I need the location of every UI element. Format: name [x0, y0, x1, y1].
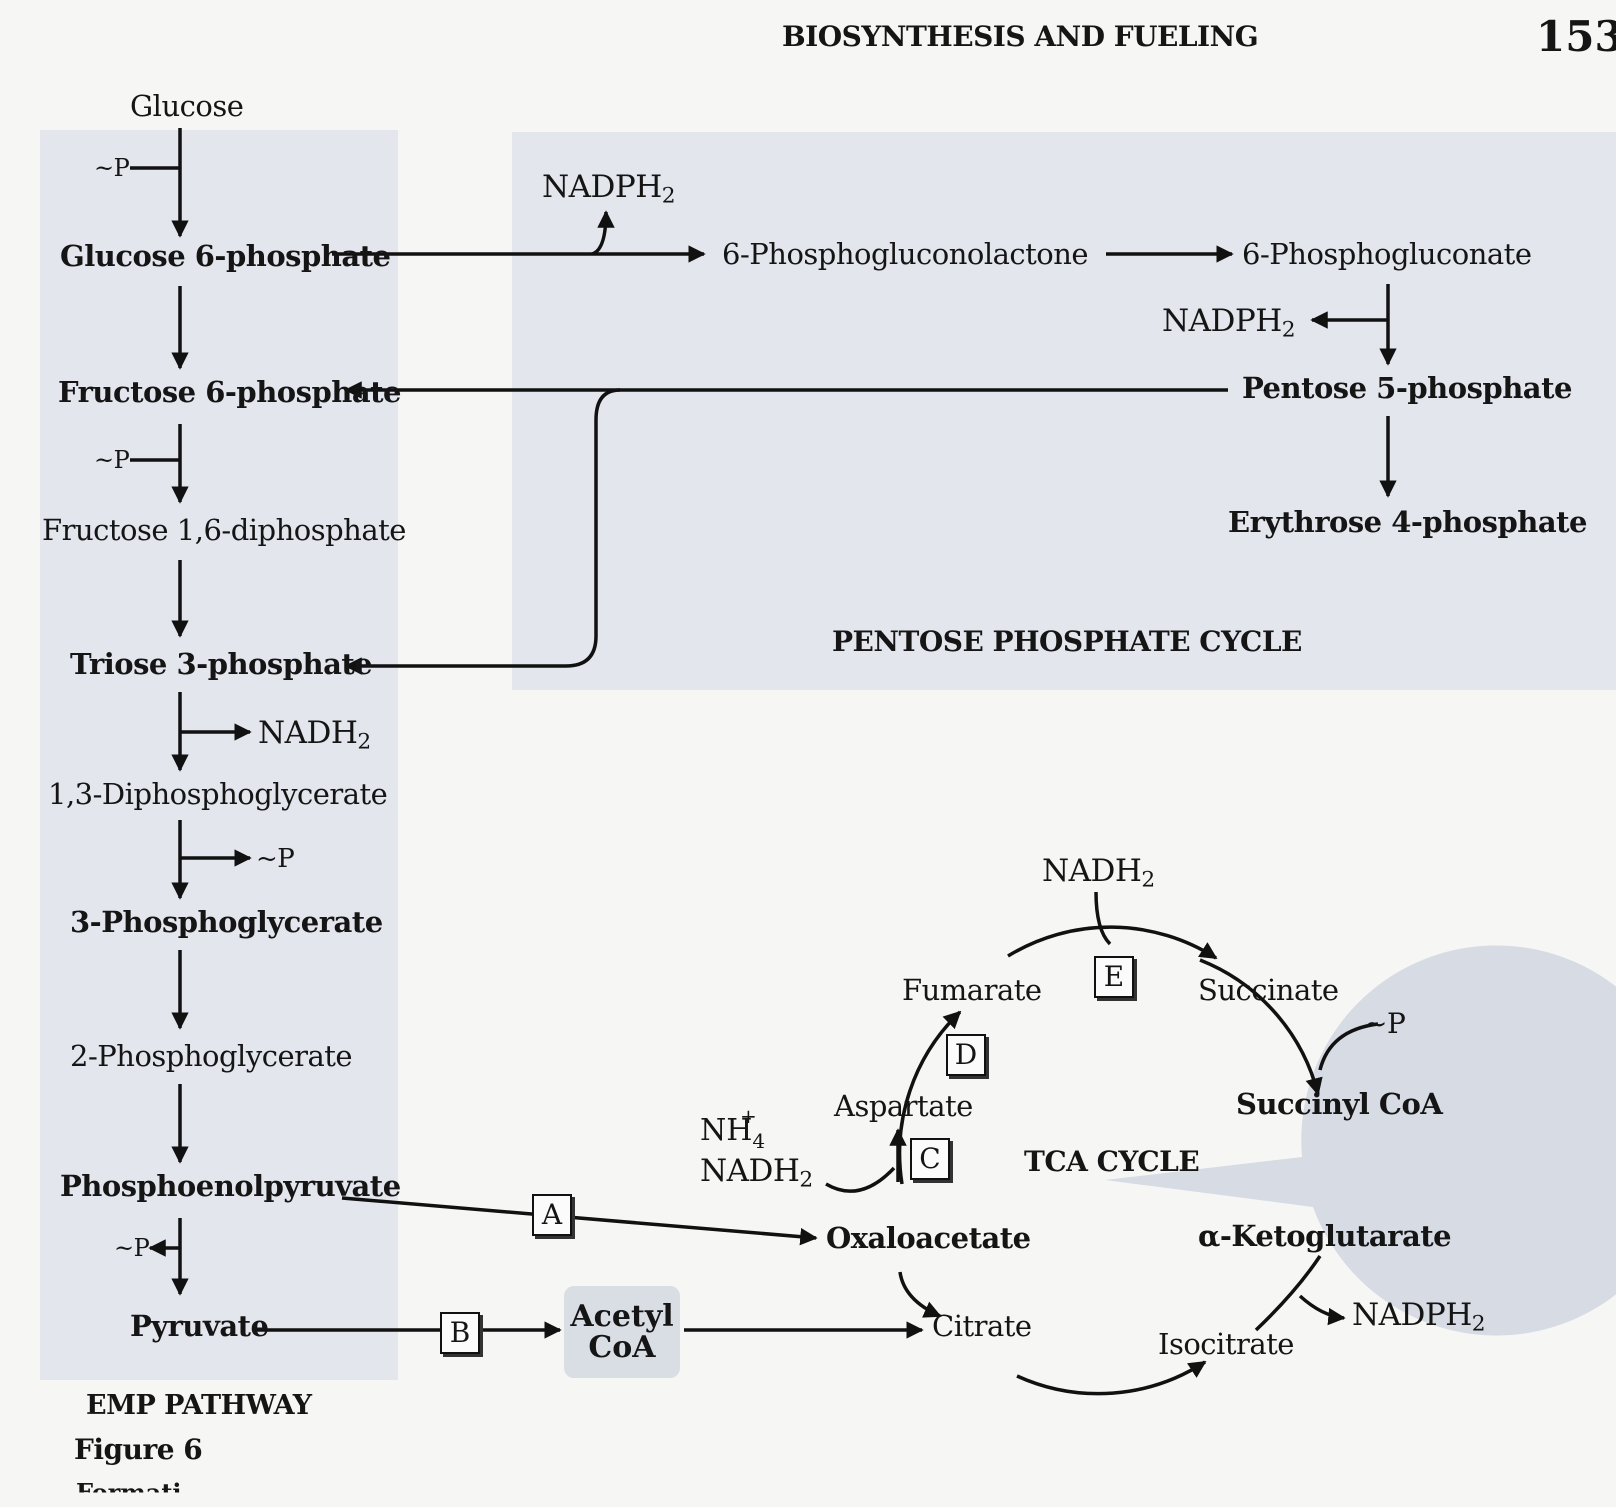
reaction-box-d: D	[946, 1034, 986, 1076]
p-label-tca: ~P	[1364, 1007, 1406, 1040]
aspartate-label: Aspartate	[834, 1089, 973, 1123]
nh4-label: NH4+	[700, 1104, 766, 1153]
pentose-phosphate-cycle-title: PENTOSE PHOSPHATE CYCLE	[832, 625, 1302, 658]
pentose-5-phosphate-label: Pentose 5-phosphate	[1242, 371, 1572, 405]
alpha-ketoglutarate-label: α-Ketoglutarate	[1198, 1219, 1452, 1253]
2-phosphoglycerate-label: 2-Phosphoglycerate	[70, 1039, 353, 1073]
nadh2-emp-label: NADH2	[258, 715, 371, 755]
p-label-1: ~P	[94, 154, 130, 182]
nadh2-tca-label: NADH2	[1042, 853, 1155, 893]
figure-caption-text: Formati	[76, 1478, 182, 1507]
glucose-label: Glucose	[130, 89, 244, 123]
fructose-diphosphate-label: Fructose 1,6-diphosphate	[42, 513, 406, 547]
figure-caption-title: Figure 6	[74, 1433, 203, 1466]
acetyl-coa-node: Acetyl CoA	[564, 1286, 680, 1378]
p-label-4: ~P	[114, 1234, 150, 1262]
phosphogluconate-label: 6-Phosphogluconate	[1242, 237, 1532, 271]
nadh2-aspartate-label: NADH2	[700, 1153, 813, 1193]
ppp-panel	[512, 132, 1616, 690]
running-title: BIOSYNTHESIS AND FUELING	[782, 20, 1259, 53]
reaction-box-b: B	[440, 1312, 480, 1354]
fructose-6-phosphate-label: Fructose 6-phosphate	[58, 375, 401, 409]
succinyl-coa-label: Succinyl CoA	[1236, 1087, 1443, 1121]
p-label-2: ~P	[94, 446, 130, 474]
emp-panel	[40, 130, 398, 1380]
reaction-box-c: C	[910, 1138, 950, 1180]
nadph2-tca-label: NADPH2	[1352, 1297, 1486, 1337]
phosphoenolpyruvate-label: Phosphoenolpyruvate	[60, 1169, 401, 1203]
reaction-box-e: E	[1094, 956, 1134, 998]
p-label-3: ~P	[256, 844, 295, 874]
citrate-label: Citrate	[932, 1309, 1032, 1343]
emp-pathway-title: EMP PATHWAY	[86, 1390, 312, 1421]
erythrose-4-phosphate-label: Erythrose 4-phosphate	[1228, 505, 1587, 539]
diphosphoglycerate-label: 1,3-Diphosphoglycerate	[48, 777, 388, 811]
3-phosphoglycerate-label: 3-Phosphoglycerate	[70, 905, 383, 939]
tca-cycle-title: TCA CYCLE	[1024, 1145, 1200, 1178]
fumarate-label: Fumarate	[902, 973, 1042, 1007]
oxaloacetate-label: Oxaloacetate	[826, 1221, 1031, 1255]
reaction-box-a: A	[532, 1194, 572, 1236]
acetyl-coa-line1: Acetyl	[570, 1298, 674, 1334]
succinate-label: Succinate	[1198, 973, 1339, 1007]
glucose-6-phosphate-label: Glucose 6-phosphate	[60, 239, 391, 273]
acetyl-coa-line2: CoA	[588, 1330, 656, 1365]
isocitrate-label: Isocitrate	[1158, 1327, 1294, 1361]
nadph2-ppp-label-1: NADPH2	[542, 169, 676, 209]
tca-cycle-shape	[1105, 945, 1616, 1336]
phosphogluconolactone-label: 6-Phosphogluconolactone	[722, 237, 1089, 271]
page-number: 153	[1536, 12, 1616, 61]
triose-3-phosphate-label: Triose 3-phosphate	[70, 647, 373, 681]
nadph2-ppp-label-2: NADPH2	[1162, 303, 1296, 343]
pyruvate-label: Pyruvate	[130, 1309, 269, 1343]
